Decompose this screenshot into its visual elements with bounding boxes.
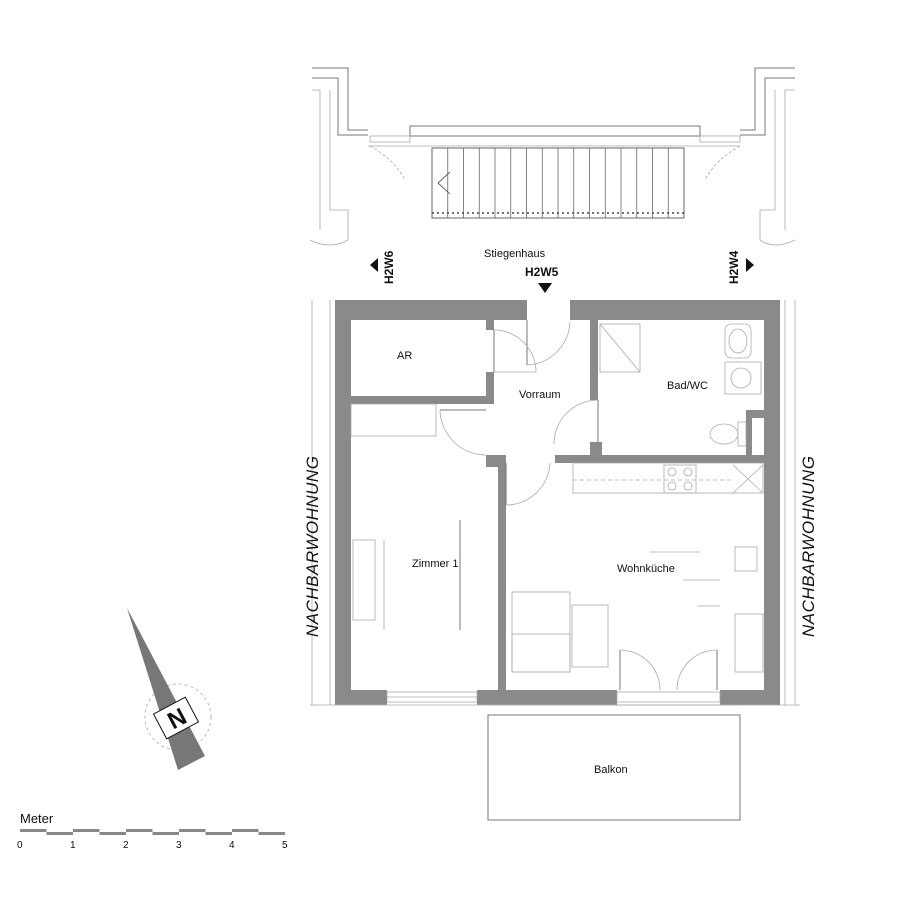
stair-direction-icon (437, 171, 451, 195)
scale-tick-4: 4 (229, 840, 235, 851)
compass: N (127, 608, 212, 770)
scale-segment (152, 832, 179, 835)
scale-segment (126, 829, 153, 832)
scale-segment (205, 832, 232, 835)
scale-title: Meter (20, 811, 54, 826)
room-label-balcony: Balkon (594, 764, 628, 776)
scale-segment (73, 829, 100, 832)
unit-label-left: H2W6 (382, 250, 396, 284)
scale-tick-3: 3 (176, 840, 182, 851)
scale-bar: Meter 0 1 2 3 4 5 (17, 811, 288, 851)
scale-tick-5: 5 (282, 840, 288, 851)
stairwell-area (309, 67, 796, 246)
scale-tick-1: 1 (70, 840, 76, 851)
scale-segment (179, 829, 206, 832)
neighbor-label-right: NACHBARWOHNUNG (799, 456, 818, 637)
staircase (431, 147, 685, 219)
room-label-bedroom: Zimmer 1 (412, 558, 458, 570)
arrow-right-icon (746, 258, 754, 272)
scale-segment (258, 832, 285, 835)
arrow-down-icon (538, 283, 552, 293)
neighbor-label-left: NACHBARWOHNUNG (303, 456, 322, 637)
scale-segment (20, 829, 47, 832)
apartment-walls (335, 300, 780, 705)
scale-segment (46, 832, 73, 835)
room-label-living-kitchen: Wohnküche (617, 563, 675, 575)
arrow-left-icon (370, 258, 378, 272)
scale-segment (232, 829, 259, 832)
interior-details (310, 300, 800, 821)
room-label-hallway: Vorraum (519, 389, 561, 401)
room-label-storage: AR (397, 350, 412, 362)
scale-segment (99, 832, 126, 835)
unit-label-current: H2W5 (525, 265, 559, 279)
room-label-stairwell: Stiegenhaus (484, 248, 546, 260)
scale-tick-0: 0 (17, 840, 23, 851)
scale-tick-2: 2 (123, 840, 129, 851)
north-arrow-icon (127, 608, 205, 770)
unit-label-right: H2W4 (727, 250, 741, 284)
room-label-bathroom: Bad/WC (667, 380, 708, 392)
